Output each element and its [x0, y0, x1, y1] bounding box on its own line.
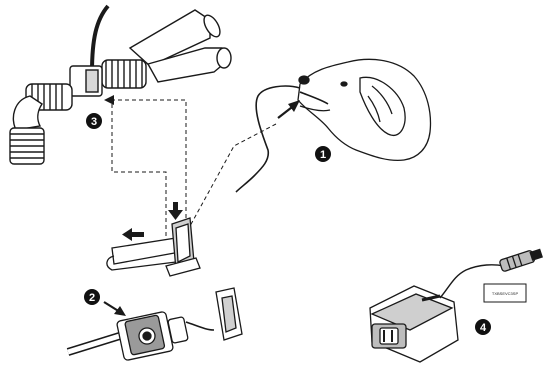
step-1-badge: 1 — [315, 146, 331, 162]
step-3-badge: 3 — [86, 113, 102, 129]
dog-head — [298, 59, 430, 160]
step-2-badge: 2 — [84, 289, 100, 305]
step-3-arrowhead — [104, 95, 114, 105]
step-4-badge: 4 — [475, 319, 491, 335]
pull-left-arrow — [122, 228, 144, 241]
corrugated-elbow — [10, 84, 72, 164]
step-2-label: 2 — [89, 292, 95, 304]
sensor-with-cable — [68, 311, 214, 361]
breathing-circuit — [10, 6, 231, 164]
sensor-clip-part — [216, 288, 242, 340]
corrugated-tube-right — [102, 60, 146, 88]
step-1-label: 1 — [320, 149, 326, 161]
module-connector-plug — [499, 247, 543, 271]
device-tag-text: TXBSEVC3SP — [492, 291, 519, 296]
step-2-arrow — [104, 302, 126, 316]
step-3-label: 3 — [91, 116, 97, 128]
monitor-module — [370, 247, 543, 362]
step-4-label: 4 — [480, 322, 487, 334]
sensor-clip-middle — [107, 218, 200, 276]
insert-down-arrow — [168, 202, 183, 220]
step-1-dashed-path — [190, 124, 276, 226]
